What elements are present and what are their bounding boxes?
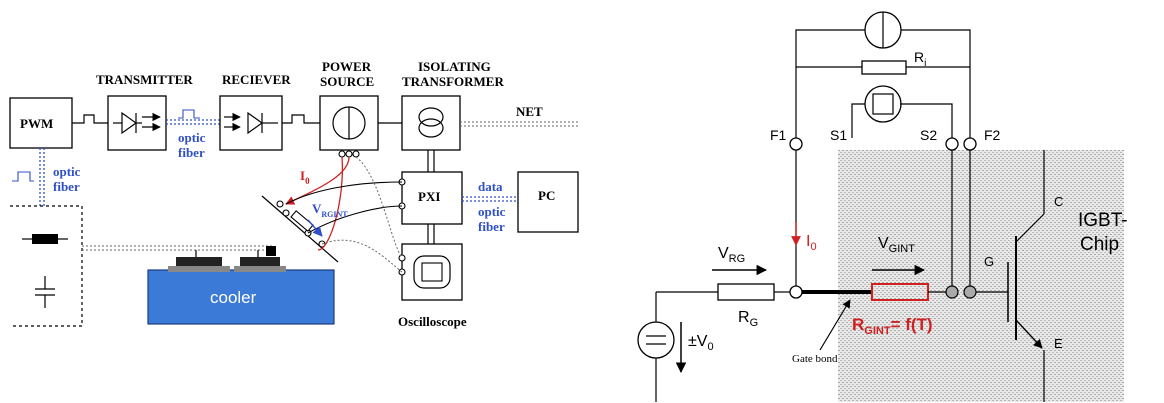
optic-fiber-label-3b: fiber (478, 219, 505, 234)
transmitter-label: TRANSMITTER (96, 72, 193, 87)
power-source-label-2: SOURCE (320, 74, 374, 89)
pulse-signal-2 (178, 109, 200, 119)
pxi-label: PXI (418, 189, 440, 204)
f2-label: F2 (984, 127, 1001, 143)
gate-bond-arrow (819, 299, 851, 351)
vgint-label: VGINT (878, 235, 915, 255)
vrgint-arrow (307, 219, 323, 237)
right-diagram: Ri F1 S1 S2 F2 I0 VRG (637, 11, 1128, 402)
cooler-label: cooler (210, 288, 257, 307)
current-arrow (285, 156, 350, 205)
vrgint-label: VRGINT (312, 201, 348, 219)
f1-label: F1 (770, 127, 787, 143)
power-source-label-1: POWER (322, 59, 372, 74)
rg-label: RG (738, 309, 758, 329)
voltage-source-icon (637, 321, 675, 359)
e-label: E (1054, 336, 1063, 351)
optic-fiber-label-2a: optic (53, 164, 81, 179)
voltmeter-icon (864, 85, 902, 123)
i0-label: I0 (300, 168, 310, 186)
data-label: data (478, 179, 503, 194)
igbt-label-2: Chip (1080, 234, 1119, 255)
optic-fiber-label-2b: fiber (53, 179, 80, 194)
optic-fiber-label-1b: fiber (178, 145, 205, 160)
oscilloscope-box (401, 243, 463, 301)
g-label: G (984, 254, 994, 269)
gate-bond-label: Gate bond (792, 353, 838, 365)
transformer-icon (418, 107, 444, 138)
s2-terminal (945, 137, 959, 151)
terminal (352, 150, 360, 158)
i0-label-right: I0 (806, 233, 817, 253)
rg-resistor (717, 283, 775, 301)
photodiode-icon (224, 111, 278, 135)
ri-label: Ri (914, 49, 926, 69)
pxi-box (401, 171, 463, 225)
pc-label: PC (538, 188, 555, 203)
s1-label: S1 (830, 127, 847, 143)
v0-label: ±V0 (688, 333, 714, 353)
diode-icon (113, 111, 161, 135)
pulse-signal-4 (12, 171, 34, 182)
net-label: NET (516, 104, 543, 119)
receiver-label: RECIEVER (222, 72, 291, 87)
cooler-block (147, 269, 335, 325)
c-label: C (1054, 194, 1063, 209)
pulse-signal-3 (282, 114, 320, 124)
oscilloscope-screen-icon (413, 255, 451, 289)
optic-fiber-label-3a: optic (478, 204, 506, 219)
ri-resistor (861, 60, 907, 75)
pwm-label: PWM (20, 116, 53, 131)
isolating-label-1: ISOLATING (418, 59, 491, 74)
pc-box (517, 171, 579, 233)
f2-terminal (963, 137, 977, 151)
oscilloscope-label: Oscilloscope (398, 314, 467, 329)
igbt-label-1: IGBT- (1078, 210, 1128, 231)
isolating-transformer-box (401, 95, 461, 151)
s2-label: S2 (920, 127, 937, 143)
pwm-box (9, 97, 73, 149)
isolating-label-2: TRANSFORMER (402, 74, 504, 89)
optic-fiber-label-1a: optic (178, 130, 206, 145)
driver-box (10, 205, 83, 327)
vrg-label: VRG (718, 245, 745, 265)
rgint-resistor (290, 210, 314, 232)
terminal (338, 150, 346, 158)
f1-terminal (789, 137, 803, 151)
igbt-chip-area (838, 150, 1124, 402)
rgint-formula: RGINT= f(T) (852, 315, 933, 337)
resistor-icon (32, 234, 58, 244)
pulse-signal-1 (72, 114, 108, 124)
left-diagram: PWM TRANSMITTER optic fiber RECIEVER (9, 59, 579, 329)
gate-node (789, 285, 803, 299)
terminal (345, 150, 353, 158)
